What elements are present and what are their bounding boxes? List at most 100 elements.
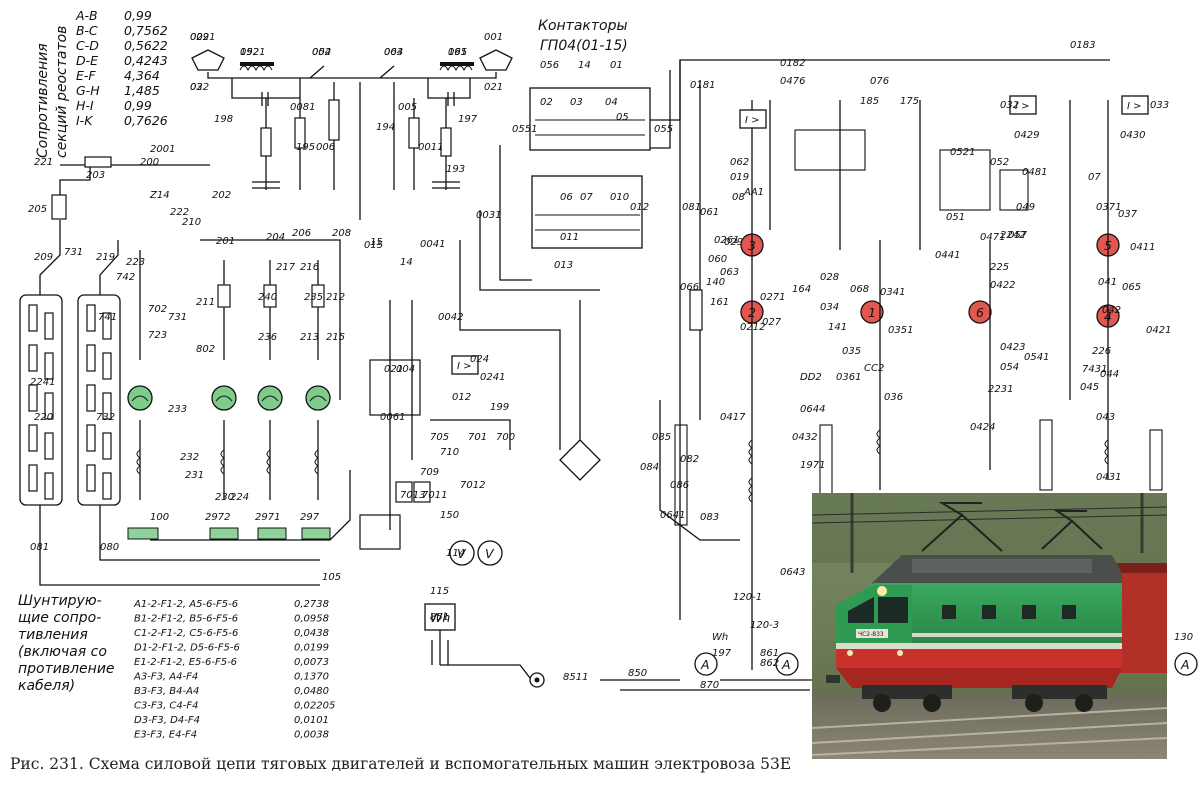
wire-label: 0423 [1000,342,1025,353]
wire-label: 076 [870,76,889,87]
shunt-value-0: 0,2738 [294,599,329,610]
wire-label: 028 [820,272,839,283]
wire-label: 037 [1118,209,1138,220]
wire-label: 7012 [460,480,485,491]
wire-label: 027 [762,317,782,328]
res-value-7: 0,7626 [124,113,168,128]
res-value-3: 0,4243 [124,53,168,68]
wire-label: 0371 [1096,202,1121,213]
left-rheostat-banks [19,156,320,586]
wire-label: 0521 [240,47,265,58]
shunt-value-3: 0,0199 [294,643,329,654]
wire-label: 0081 [290,102,315,113]
wire-label: 042 [1102,305,1121,316]
wire-label: 010 [610,192,629,203]
wire-label: 05 [616,112,629,123]
wire-label: 0476 [780,76,805,87]
wire-label: 0183 [1070,40,1095,51]
wire-label: 175 [900,96,919,107]
shunt-pair-9: E3-F3, E4-F4 [134,730,197,741]
wire-label: 201 [216,236,235,247]
wire-label: 701 [468,432,487,443]
shunt-resistance-table: Шунтирую-щие сопро-тивления(включая сопр… [18,593,335,741]
shunt-pair-6: B3-F3, B4-A4 [134,686,199,697]
res-pair-7: I-K [76,113,94,128]
wire-label: 198 [214,114,233,125]
wire-label: 215 [326,332,345,343]
wire-label: 226 [1092,346,1111,357]
wire-label: 0042 [438,312,463,323]
wire-label: 140 [706,277,725,288]
wire-label: 084 [640,462,659,473]
wire-label: 0181 [690,80,715,91]
wire-label: 231 [185,470,204,481]
wire-label: 15 [370,237,383,248]
wire-label: 060 [708,254,727,265]
wire-label: 197 [458,114,478,125]
wire-label: 081 [682,202,701,213]
shunt-title-line-4: противление [18,661,115,677]
wire-label: 702 [148,304,167,315]
wire-label: 209 [34,252,53,263]
left-title: Сопротивления секций реостатов [35,26,70,158]
wire-label: 0432 [792,432,817,443]
wire-label: 03 [570,97,583,108]
aux-motor-1 [127,385,153,411]
wire-label: 236 [258,332,277,343]
svg-text:I >: I > [1127,101,1142,112]
wire-label: 8511 [563,672,588,683]
wire-label: 2971 [255,512,280,523]
wire-label: 0422 [990,280,1015,291]
wire-label: 211 [196,297,215,308]
voltmeter-851 [477,540,503,566]
shunt-pair-7: C3-F3, C4-F4 [134,701,199,712]
res-pair-5: G-H [76,83,100,98]
wire-label: 741 [98,312,117,323]
shunt-pair-1: B1-2-F1-2, B5-6-F5-6 [134,614,238,625]
voltmeter-850 [449,540,475,566]
ammeter-120-1-right [775,652,799,676]
aux-box-2 [209,527,239,540]
wire-label: 064 [384,47,403,58]
wire-label: 141 [828,322,847,333]
res-value-4: 4,364 [124,68,160,83]
wire-label: 2241 [30,377,55,388]
wire-label: 005 [398,102,417,113]
shunt-pair-0: A1-2-F1-2, A5-6-F5-6 [133,599,238,610]
wire-label: 0421 [1146,325,1171,336]
res-value-6: 0,99 [124,98,152,113]
wire-label: 024 [470,354,489,365]
wire-label: 032 [1000,100,1019,111]
res-pair-0: A-B [75,8,98,23]
ammeter-3-label: A [1180,657,1190,672]
wire-label: 7013 [400,490,425,501]
wire-label: 0417 [720,412,746,423]
wire-label: 0351 [888,325,913,336]
wire-label: 01 [610,60,623,71]
shunt-pair-5: A3-F3, A4-F4 [133,672,198,683]
wire-label: 216 [300,262,319,273]
wire-label: 004 [312,47,331,58]
wire-label: 742 [116,272,135,283]
left-title-line1: Сопротивления [35,43,51,158]
wire-label: 14 [400,257,413,268]
wire-label: 0261 [714,235,739,246]
aux-motor-2 [211,385,237,411]
aux-box-3 [257,527,287,540]
wire-label: 114 [446,548,465,559]
wire-label: 012 [630,202,649,213]
wire-label: 709 [420,467,439,478]
aux-box-1 [127,527,159,540]
wire-label: 700 [496,432,515,443]
wire-label: 034 [820,302,839,313]
res-pair-3: D-E [76,53,98,68]
wire-label: 195 [296,142,315,153]
res-value-5: 1,485 [124,83,160,98]
ammeter-120-1-left [694,652,718,676]
wire-label: 063 [720,267,739,278]
wire-label: 221 [34,157,53,168]
wire-label: 068 [850,284,869,295]
shunt-value-5: 0,1370 [294,672,329,683]
